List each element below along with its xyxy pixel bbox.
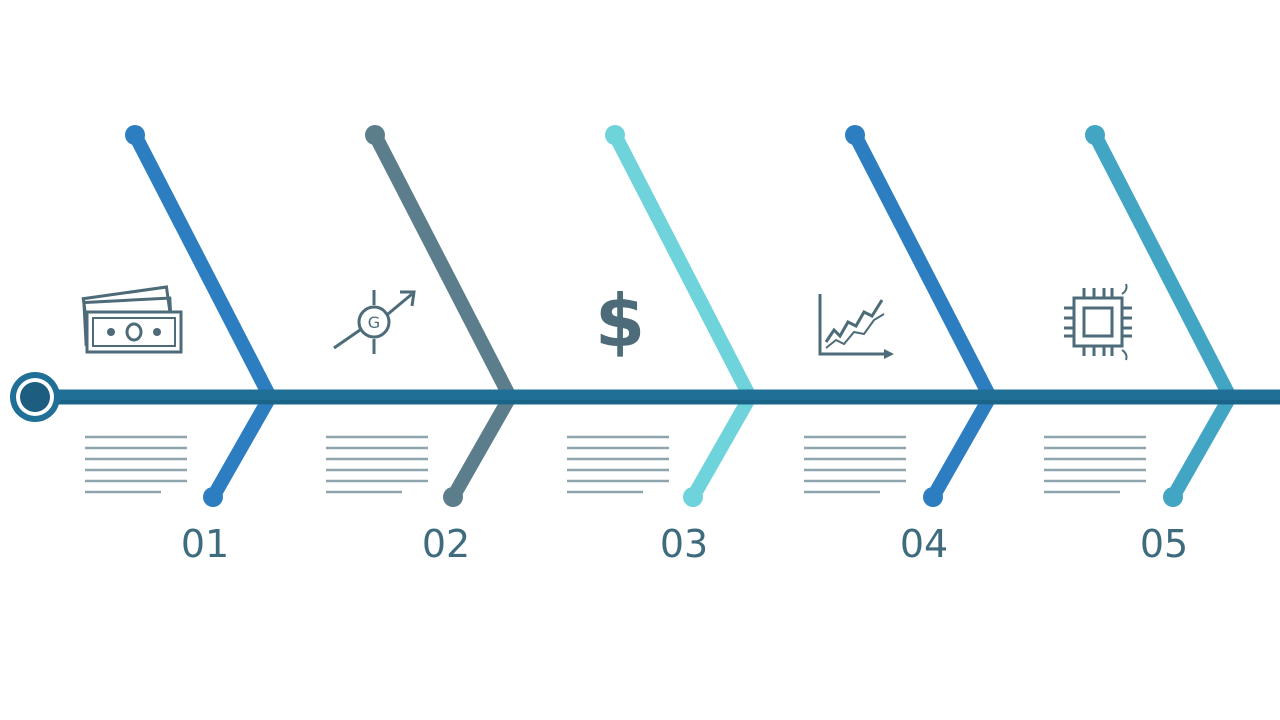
text-placeholder-block-02 <box>326 435 428 494</box>
lower-bone <box>206 390 277 504</box>
bone-05 <box>1085 125 1237 507</box>
money-bills-icon <box>81 285 183 354</box>
svg-text:$: $ <box>595 279 645 363</box>
bone-01 <box>125 125 277 507</box>
bone-end-dot <box>683 487 703 507</box>
step-number-label: 05 <box>1140 522 1188 566</box>
svg-text:G: G <box>368 313 380 332</box>
text-placeholder-block-04 <box>804 435 906 494</box>
bone-end-dot <box>605 125 625 145</box>
text-placeholder-block-03 <box>567 435 669 494</box>
target-arrow-icon: G <box>333 290 416 354</box>
icons-layer: G$ <box>81 279 1132 363</box>
upper-bone <box>128 128 277 404</box>
microchip-icon <box>1064 283 1132 361</box>
bone-end-dot <box>1163 487 1183 507</box>
labels-layer: 01 02 03 04 05 <box>181 522 1188 566</box>
upper-bone <box>608 128 757 404</box>
step-number-label: 01 <box>181 522 229 566</box>
text-placeholder-block-01 <box>85 435 187 494</box>
bone-end-dot <box>203 487 223 507</box>
step-number-label: 03 <box>660 522 708 566</box>
dollar-sign-icon: $ <box>595 279 645 363</box>
bone-02 <box>365 125 517 507</box>
bone-03 <box>605 125 757 507</box>
lower-bone <box>926 390 997 504</box>
text-placeholders-layer <box>85 435 1146 494</box>
upper-bone <box>1088 128 1237 404</box>
bone-end-dot <box>443 487 463 507</box>
bone-end-dot <box>923 487 943 507</box>
bone-end-dot <box>365 125 385 145</box>
upper-bone <box>848 128 997 404</box>
bone-end-dot <box>845 125 865 145</box>
bone-end-dot <box>1085 125 1105 145</box>
lower-bone <box>686 390 757 504</box>
step-number-label: 04 <box>900 522 948 566</box>
lower-bone <box>446 390 517 504</box>
lower-bone <box>1166 390 1237 504</box>
growth-chart-icon <box>818 294 894 359</box>
spine-layer <box>10 372 1280 422</box>
spine-start-dot <box>20 382 50 412</box>
bone-04 <box>845 125 997 507</box>
text-placeholder-block-05 <box>1044 435 1146 494</box>
bone-end-dot <box>125 125 145 145</box>
upper-bone <box>368 128 517 404</box>
bones-layer <box>125 125 1237 507</box>
step-number-label: 02 <box>422 522 470 566</box>
